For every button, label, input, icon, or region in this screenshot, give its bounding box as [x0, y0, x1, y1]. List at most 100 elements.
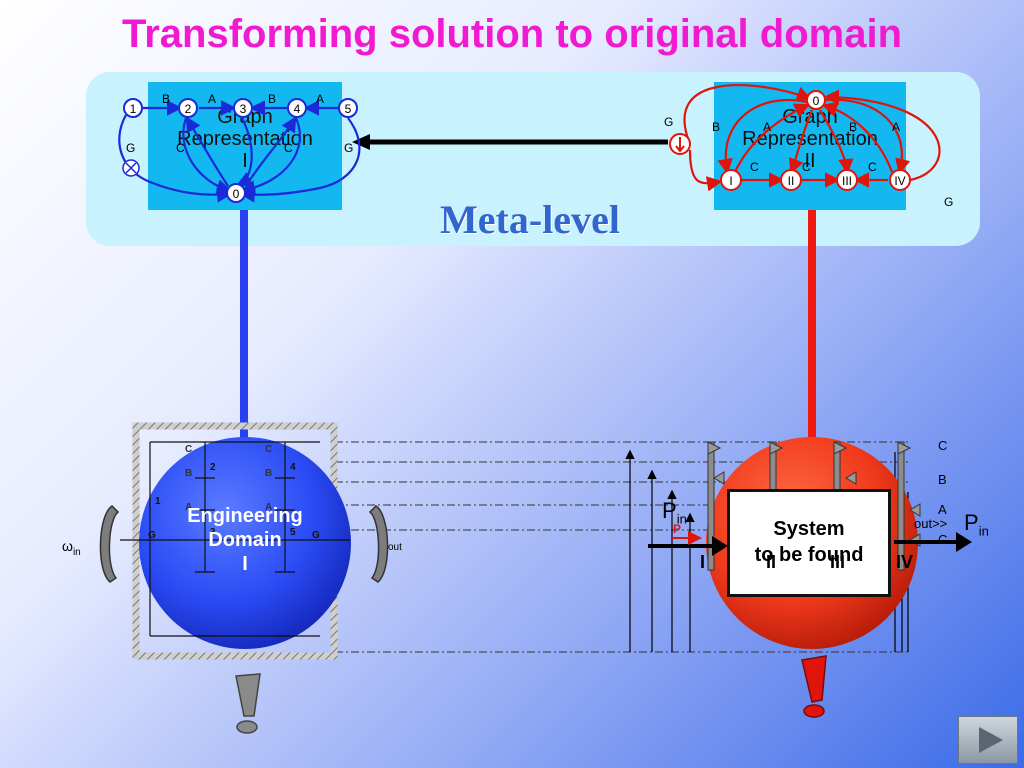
right-source-arrow [675, 137, 685, 153]
right-node-0-label: 0 [813, 94, 820, 108]
p-in-right-sub: in [978, 523, 989, 539]
red-link-bar [808, 210, 816, 450]
p-in-left-symbol: P [662, 498, 677, 523]
play-arrow-icon [979, 727, 1003, 753]
left-edge-label-a1: A [208, 92, 216, 106]
p-in-right-symbol: P [964, 510, 979, 535]
right-edge-label-g1: G [664, 115, 673, 129]
right-edge-label-b2: B [849, 120, 857, 134]
eng-label-1: 1 [155, 496, 161, 507]
right-node-iii-label: III [842, 174, 852, 188]
exclamation-red-icon [801, 655, 827, 718]
right-edge-label-a2: A [892, 120, 900, 134]
right-label-c2: C [938, 532, 948, 547]
left-node-2 [178, 98, 198, 118]
left-node-0 [226, 183, 246, 203]
right-node-i-label: I [729, 174, 732, 188]
right-node-iii [836, 169, 858, 191]
left-node-3 [233, 98, 253, 118]
right-node-0 [806, 90, 826, 110]
left-graph-caption-line3: I [242, 150, 248, 172]
eng-label-2: 2 [210, 462, 216, 473]
system-box [727, 489, 891, 597]
right-graph-caption-line2: Representation [742, 128, 878, 150]
system-node-i: I [700, 552, 706, 572]
phone-handset-left-icon [99, 505, 120, 583]
eng-label-g2: G [312, 530, 320, 541]
left-node-0-label: 0 [233, 187, 240, 201]
engineering-circuit [120, 441, 350, 637]
left-graph-edge-labels: B A B A G G C C [126, 92, 353, 155]
eng-label-4: 4 [290, 462, 296, 473]
transform-arrowhead [352, 134, 370, 150]
right-edge-label-c3: C [868, 160, 877, 174]
left-node-1-label: 1 [130, 102, 137, 116]
system-line1: System [773, 518, 845, 540]
engineering-domain-label: Engineering Domain I [150, 504, 340, 576]
left-edge-label-g1: G [126, 141, 135, 155]
right-graph-edges [683, 84, 941, 192]
p-in-left-sub: in [676, 511, 687, 527]
left-edge-label-g2: G [344, 141, 353, 155]
left-edge-label-c1: C [176, 141, 185, 155]
left-node-5-label: 5 [345, 102, 352, 116]
eng-label-c2: C [265, 444, 272, 455]
eng-label-a1: A [185, 502, 192, 513]
exclamation-gray-icon [235, 673, 261, 734]
left-source-cross [125, 162, 137, 174]
engineering-circuit-labels: C B A 1 2 3 G C B A 4 5 G [148, 444, 320, 541]
right-label-a: A [938, 502, 947, 517]
right-label-b: B [938, 472, 947, 487]
left-edge-label-c2: C [284, 141, 293, 155]
engineering-sphere [139, 437, 351, 649]
out-marker: out>> [914, 516, 948, 531]
left-node-4-label: 4 [294, 102, 301, 116]
system-node-iv: IV [896, 552, 914, 572]
system-line2: to be found [754, 544, 864, 566]
left-node-5 [338, 98, 358, 118]
left-node-2-label: 2 [185, 102, 192, 116]
p-in-left-label: Pin [662, 498, 687, 526]
left-graph-caption-line2: Representation [177, 128, 313, 150]
left-edge-label-b1: B [162, 92, 170, 106]
meta-level-label: Meta-level [440, 197, 620, 242]
right-graph-caption-line3: II [804, 150, 816, 172]
eng-label-b1: B [185, 468, 192, 479]
right-node-iv-label: IV [894, 174, 905, 188]
omega-in-sub: in [72, 546, 81, 558]
right-graph-nodes: 0 I II III IV [669, 90, 911, 191]
right-edge-label-c1: C [750, 160, 759, 174]
system-node-ii: II [766, 552, 777, 572]
right-edge-label-c2: C [802, 160, 811, 174]
system-output-arrowhead [956, 532, 972, 552]
right-label-c1: C [938, 438, 948, 453]
system-input-arrowhead [712, 536, 728, 556]
system-node-iii: III [830, 552, 846, 572]
right-edge-label-a1: A [763, 120, 771, 134]
omega-out-label: out [388, 542, 402, 553]
slide-title: Transforming solution to original domain [122, 12, 902, 56]
right-node-ii [780, 169, 802, 191]
engineering-line1: Engineering [187, 505, 303, 527]
eng-label-b2: B [265, 468, 272, 479]
left-edge-label-a2: A [316, 92, 324, 106]
eng-label-g1: G [148, 530, 156, 541]
blue-link-bar [240, 210, 248, 445]
next-slide-button[interactable] [958, 716, 1018, 764]
engineering-line2: Domain [208, 529, 282, 551]
eng-label-5: 5 [290, 527, 296, 538]
left-graph-nodes: 1 2 3 4 5 0 [122, 98, 358, 203]
right-node-ii-label: II [788, 174, 795, 188]
right-edge-label-b1: B [712, 120, 720, 134]
eng-label-3: 3 [210, 527, 216, 538]
right-node-iv [889, 169, 911, 191]
p-small-label: P [673, 522, 682, 536]
left-edge-label-b2: B [268, 92, 276, 106]
eng-label-a2: A [265, 502, 272, 513]
left-node-4 [287, 98, 307, 118]
eng-label-c1: C [185, 444, 192, 455]
left-node-1 [123, 98, 143, 118]
phone-handset-right-icon [368, 505, 389, 583]
left-graph-edges [118, 100, 361, 203]
